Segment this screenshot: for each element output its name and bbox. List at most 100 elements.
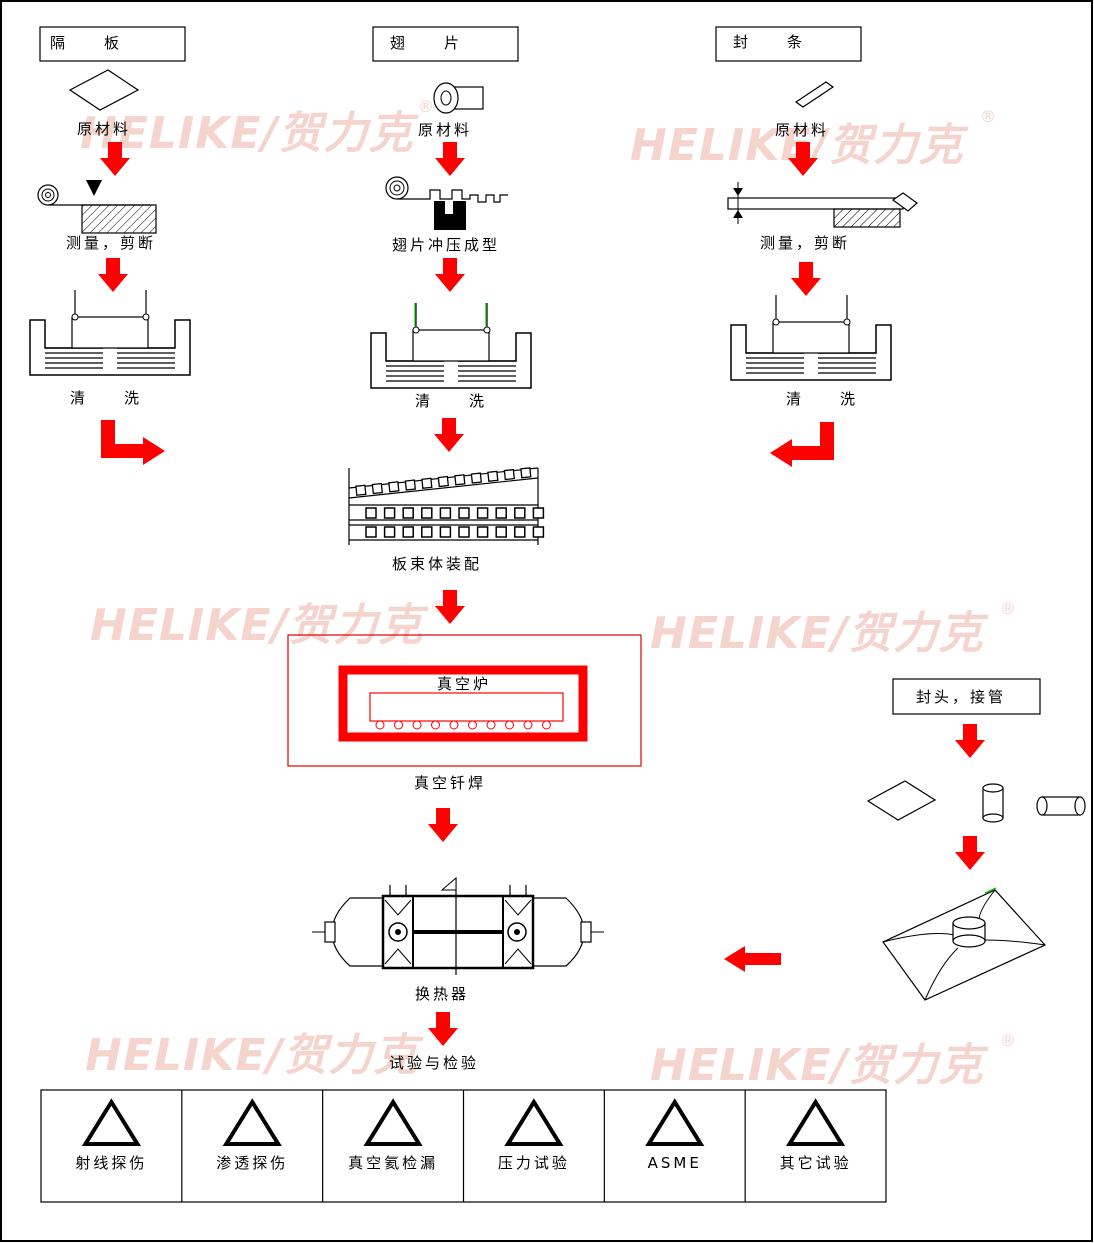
plate-wash-tank (29, 289, 191, 376)
furnace-roller (505, 720, 514, 730)
heads-title-box (892, 678, 1041, 715)
core-fin (495, 526, 507, 538)
fin-stamping-icon (385, 176, 508, 230)
inspection-test-label: 渗透探伤 (216, 1154, 288, 1172)
furnace-roller (468, 720, 477, 730)
inspection-cell: 射线探伤 (75, 1100, 147, 1172)
plate-title-box (39, 26, 186, 62)
core-fin (514, 507, 526, 519)
slant-fin (454, 474, 466, 486)
furnace-label: 真空炉 (437, 675, 491, 693)
svg-text:HELIKE/贺力克: HELIKE/贺力克 (85, 1030, 425, 1081)
seal-wash-tank (730, 294, 892, 381)
core-fin (439, 507, 452, 519)
furnace-roller (412, 720, 422, 730)
core-fin (383, 526, 396, 538)
slant-fin (404, 479, 417, 491)
furnace-roller (523, 720, 533, 730)
fin-coil-icon (433, 82, 484, 114)
slant-fin (388, 481, 400, 493)
core-fin (458, 526, 470, 538)
core-assembly-icon (348, 467, 545, 545)
plate-turn-arrow (101, 420, 165, 465)
warning-triangle-icon (646, 1100, 703, 1146)
core-fin (421, 526, 433, 538)
seal-bar-icon (794, 81, 835, 108)
furnace-roller (449, 720, 459, 730)
furnace-roller (431, 720, 440, 730)
seal-title: 封 条 (733, 33, 805, 51)
fin-wash-label: 清 洗 (415, 392, 487, 410)
fin-stamp-label: 翅片冲压成型 (392, 236, 500, 254)
inspection-test-label: 射线探伤 (75, 1154, 147, 1172)
plate-raw-label: 原材料 (77, 120, 131, 138)
seal-column: 封 条 原材料 测量，剪断 清 洗 (715, 26, 918, 467)
plate-wash-label: 清 洗 (70, 389, 142, 407)
svg-text:HELIKE/贺力克: HELIKE/贺力克 (90, 600, 430, 651)
plate-title: 隔 板 (50, 34, 122, 52)
svg-text:®: ® (418, 97, 434, 116)
warning-triangle-icon (83, 1100, 140, 1146)
warning-triangle-icon (505, 1100, 562, 1146)
seal-title-box (715, 26, 862, 62)
fin-arrow-1 (435, 142, 465, 176)
core-fin (532, 507, 545, 519)
seal-wash-label: 清 洗 (786, 390, 858, 408)
warning-triangle-icon (787, 1100, 844, 1146)
slant-fin (470, 472, 483, 484)
heads-to-exchanger-arrow (724, 946, 781, 972)
inspection-cell: 真空氦检漏 (348, 1100, 435, 1172)
core-fin (532, 526, 545, 538)
core-fin (476, 526, 489, 538)
fin-arrow-2 (435, 258, 465, 292)
heads-column: 封头，接管 (724, 678, 1086, 1001)
heat-exchanger-icon (312, 876, 604, 975)
vacuum-furnace: 真空炉 (287, 634, 642, 767)
assembly-arrow (435, 590, 465, 624)
core-fin (365, 507, 377, 519)
core-fin (495, 507, 507, 519)
warning-triangle-icon (224, 1100, 281, 1146)
seal-raw-label: 原材料 (775, 121, 829, 139)
slant-fin (355, 484, 367, 496)
furnace-caption: 真空钎焊 (414, 774, 486, 792)
exchanger-label: 换热器 (415, 985, 469, 1003)
furnace-roller (375, 720, 385, 730)
heads-arrow-2 (955, 836, 985, 870)
heads-title: 封头，接管 (916, 688, 1006, 706)
core-fin (402, 507, 414, 519)
core-fin (365, 526, 377, 538)
slant-fin (437, 475, 450, 488)
slant-fin (371, 482, 384, 495)
plate-arrow-2 (98, 258, 128, 292)
inspection-label: 试验与检验 (389, 1054, 479, 1072)
assembly-label: 板束体装配 (392, 555, 482, 573)
inspection-test-label: ASME (648, 1154, 702, 1172)
nozzle-icon (982, 783, 1004, 823)
pipe-icon (1036, 796, 1086, 816)
watermark: HELIKE/贺力克 ® HELIKE/贺力克 ® HELIKE/贺力克 ® H… (80, 97, 1016, 1091)
seal-cutting-icon (727, 182, 918, 228)
slant-fin (503, 468, 516, 481)
slant-fin (421, 477, 433, 489)
svg-text:®: ® (1000, 599, 1016, 618)
core-fin (476, 507, 489, 519)
furnace-arrow (428, 808, 458, 842)
svg-text:HELIKE/贺力克: HELIKE/贺力克 (80, 108, 420, 159)
plate-column: 隔 板 原材料 测量，剪断 清 洗 (29, 26, 191, 465)
fin-arrow-3 (434, 418, 464, 452)
inspection-cell: ASME (646, 1100, 703, 1172)
head-assembly-icon (882, 887, 1046, 1001)
core-fin (421, 507, 433, 519)
core-fin (439, 526, 452, 538)
inspection-cell: 渗透探伤 (216, 1100, 288, 1172)
svg-text:®: ® (980, 107, 996, 126)
plate-cutting-icon (37, 180, 157, 234)
fin-title-box (372, 26, 519, 62)
slant-fin (487, 470, 499, 482)
inspection-cell: 其它试验 (780, 1100, 849, 1172)
core-fin (383, 507, 396, 519)
svg-text:HELIKE/贺力克: HELIKE/贺力克 (650, 608, 990, 659)
